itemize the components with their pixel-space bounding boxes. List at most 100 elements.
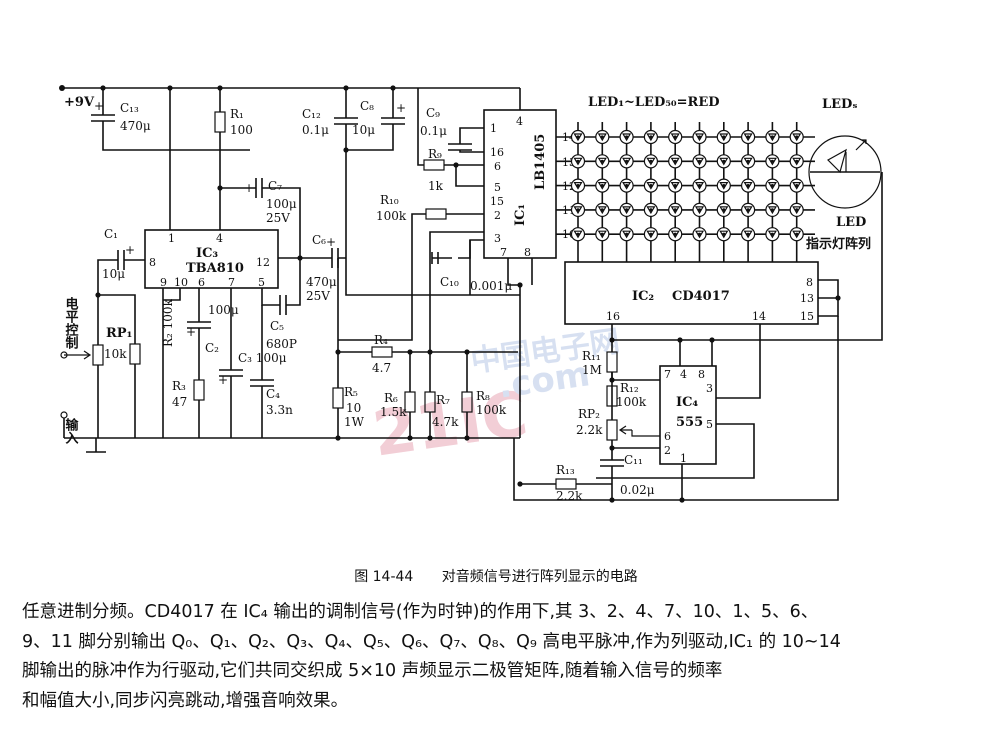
svg-text:100k: 100k [376,209,407,223]
body-line: 任意进制分频。CD4017 在 IC₄ 输出的调制信号(作为时钟)的作用下,其 … [22,602,819,622]
svg-text:1: 1 [680,452,687,465]
indicator-led: LEDₛ LED 指示灯阵列 [609,97,883,343]
svg-text:R₈: R₈ [476,389,490,403]
svg-text:100: 100 [230,123,253,137]
svg-text:C₉: C₉ [426,106,440,120]
svg-text:2.2k: 2.2k [556,489,583,503]
svg-text:+: + [218,373,228,387]
svg-text:C₁₀: C₁₀ [440,275,459,289]
svg-text:CD4017: CD4017 [672,289,730,304]
svg-text:R₉: R₉ [428,147,442,161]
svg-text:1M: 1M [582,363,602,377]
ic3-bottom-network: + C₂ 100μ R₃ 47 + C₃ 100μ C₅ 680P C₄ 3.3… [162,258,301,438]
svg-text:100μ: 100μ [208,303,239,317]
svg-text:TBA810: TBA810 [186,261,244,276]
input-network: C₁ 10μ + RP₁ 10k R₂ 100k 电平控制 输入 [60,227,520,453]
svg-text:3: 3 [706,382,713,395]
svg-text:R₆: R₆ [384,391,398,405]
svg-text:6: 6 [198,276,205,289]
svg-text:C₂: C₂ [205,341,219,355]
timing-network: R₁₁ 1M R₁₂ 100k RP₂ 2.2k C₁₁ 0.02μ R₁₃ 2… [517,348,685,503]
supply-label: +9V [64,95,95,110]
svg-text:LB1405: LB1405 [533,134,548,190]
capacitor-c12-c8: C₁₂ 0.1μ C₈ 10μ + [302,88,520,296]
svg-text:15: 15 [490,195,504,208]
svg-text:3.3n: 3.3n [266,403,293,417]
svg-text:12: 12 [256,256,270,269]
svg-text:8: 8 [698,368,705,381]
svg-text:R₁: R₁ [230,107,244,121]
svg-text:IC₂: IC₂ [632,289,654,304]
svg-text:3: 3 [494,232,501,245]
svg-text:IC₄: IC₄ [676,395,698,410]
svg-text:13: 13 [800,292,814,305]
svg-text:1.5k: 1.5k [380,405,407,419]
svg-text:5: 5 [258,276,265,289]
svg-text:25V: 25V [306,289,330,303]
svg-text:C₆: C₆ [312,233,326,247]
body-paragraph: 任意进制分频。CD4017 在 IC₄ 输出的调制信号(作为时钟)的作用下,其 … [22,598,972,716]
svg-text:16: 16 [606,310,620,323]
svg-text:6: 6 [494,160,501,173]
svg-text:4.7: 4.7 [372,361,391,375]
figure-caption: 图 14-44 对音频信号进行阵列显示的电路 [0,566,992,586]
svg-text:LEDₛ: LEDₛ [822,97,857,112]
body-line: 9、11 脚分别输出 Q₀、Q₁、Q₂、Q₃、Q₄、Q₅、Q₆、Q₇、Q₈、Q₉… [22,631,841,652]
ic2-cd4017: IC₂ CD4017 16 1 4 8 13 15 [513,261,841,501]
svg-text:7: 7 [664,368,671,381]
figure-number: 图 14-44 [354,569,414,585]
svg-text:4: 4 [516,115,523,128]
svg-text:5: 5 [706,418,713,431]
svg-text:2: 2 [494,209,501,222]
svg-text:8: 8 [149,256,156,269]
svg-text:10μ: 10μ [352,123,375,137]
svg-text:4.7k: 4.7k [432,415,459,429]
svg-text:7: 7 [500,246,507,259]
svg-text:1W: 1W [344,415,365,429]
svg-text:C₄: C₄ [266,387,280,401]
svg-text:8: 8 [524,246,531,259]
svg-text:0.02μ: 0.02μ [620,483,655,497]
capacitor-c7: + C₇ 100μ 25V [220,178,301,258]
indicator-array-label: 指示灯阵列 [806,236,871,252]
watermark: 21IC 中国电子网 .com [368,324,622,471]
svg-text:RP₁: RP₁ [106,326,132,341]
svg-text:10: 10 [346,401,361,415]
svg-text:555: 555 [676,415,703,430]
svg-text:C₈: C₈ [360,99,374,113]
svg-text:47: 47 [172,395,187,409]
svg-text:RP₂: RP₂ [578,407,600,421]
supply-rail: +9V [59,85,521,120]
svg-text:R₇: R₇ [436,393,450,407]
svg-text:IC₃: IC₃ [196,246,218,261]
svg-text:16: 16 [490,146,504,159]
svg-text:R₃: R₃ [172,379,186,393]
svg-text:25V: 25V [266,211,290,225]
ic1-input-network: C₉ 0.1μ R₉ 1k R₁₀ 100k C₁₀ 0.001μ [338,88,512,352]
svg-text:R₂ 100k: R₂ 100k [161,298,175,347]
svg-text:IC₁: IC₁ [513,204,528,226]
svg-text:10k: 10k [104,347,127,361]
svg-text:470μ: 470μ [120,119,151,133]
svg-text:4: 4 [216,232,223,245]
svg-text:100μ: 100μ [266,197,297,211]
matrix-title: LED₁~LED₅₀=RED [588,95,720,110]
svg-text:R₁₁: R₁₁ [582,349,601,363]
led-matrix: LED₁~LED₅₀=RED 324710156911 [556,95,815,279]
svg-text:C₁: C₁ [104,227,118,241]
svg-text:R₁₂: R₁₂ [620,381,639,395]
svg-text:R₅: R₅ [344,385,358,399]
svg-text:+: + [326,235,336,249]
resistor-r1: R₁ 100 [214,88,253,232]
svg-text:1: 1 [490,122,497,135]
body-line: 脚输出的脉冲作为行驱动,它们共同交织成 5×10 声频显示二极管矩阵,随着输入信… [22,661,723,681]
control-label: 电平控制 [63,296,79,350]
svg-text:8: 8 [806,276,813,289]
svg-text:5: 5 [494,181,501,194]
level-divider-resistors: R₅ 10 1W R₆ 1.5k R₇ 4.7k R₈ 100k [332,349,507,441]
svg-text:LED: LED [836,215,866,230]
circuit-diagram: 21IC 中国电子网 .com +9V + C₁₃ 470μ R₁ 100 + … [59,85,883,503]
svg-text:4: 4 [680,368,687,381]
svg-text:15: 15 [800,310,814,323]
svg-text:2.2k: 2.2k [576,423,603,437]
